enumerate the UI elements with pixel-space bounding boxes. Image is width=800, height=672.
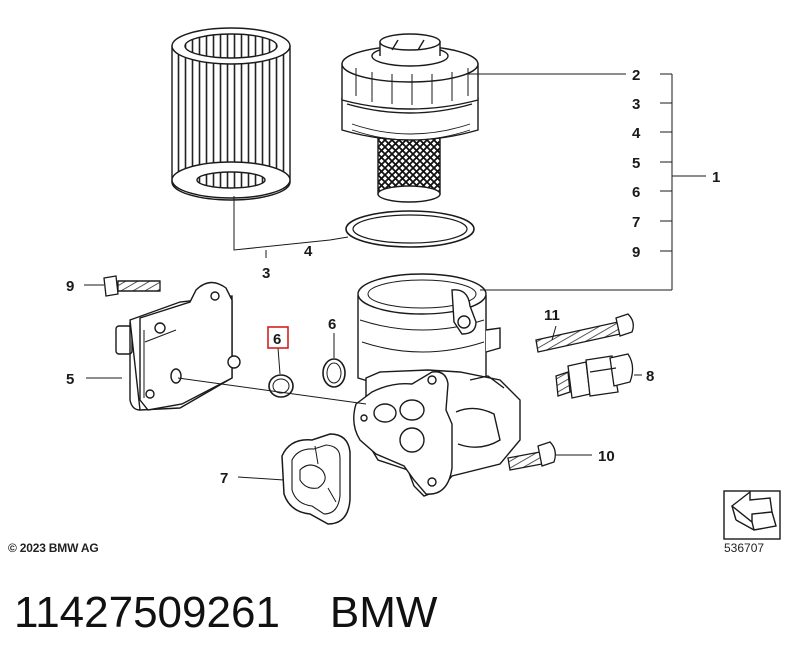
callout-3-right: 3 [632,96,640,113]
highlight-box [267,326,289,349]
oil-filter-cap [341,33,479,203]
callout-5-left: 5 [66,371,74,388]
part-number: 11427509261 [14,588,280,637]
callout-4-right: 4 [632,125,641,142]
callout-2: 2 [632,67,640,84]
callout-7-left: 7 [220,470,228,487]
image-number: 536707 [724,541,765,555]
oil-filter-housing [353,273,521,497]
callout-3-bottom: 3 [262,265,270,282]
callout-8: 8 [646,368,654,385]
bolt-11 [535,313,634,353]
callout-6-highlight[interactable]: 6 [267,326,289,349]
arrow-symbol-icon [723,490,781,540]
callout-5-right: 5 [632,155,640,172]
gasket-7 [281,433,351,525]
o-ring-6-left [268,374,294,398]
o-ring-6-right [322,358,346,388]
leader-lines [84,73,706,481]
callout-6-oring: 6 [328,316,336,333]
copyright-text: © 2023 BMW AG [8,541,99,555]
oil-pressure-sensor-8 [555,353,634,399]
callout-10: 10 [598,448,615,465]
brand-name: BMW [329,588,438,637]
callout-7-right: 7 [632,214,640,231]
callout-6-highlight-label: 6 [273,331,281,348]
part-caption: 11427509261 BMW [14,588,437,638]
large-o-ring [345,210,475,248]
callout-9-right: 9 [632,244,640,261]
callout-1: 1 [712,169,720,186]
callout-6-right: 6 [632,184,640,201]
callout-9-left: 9 [66,278,74,295]
callout-11: 11 [544,307,560,324]
bolt-10 [507,441,556,471]
callout-4-bottom: 4 [304,243,313,260]
bolt-9 [103,275,161,297]
filter-element [171,27,291,201]
oil-cooler [115,281,241,411]
